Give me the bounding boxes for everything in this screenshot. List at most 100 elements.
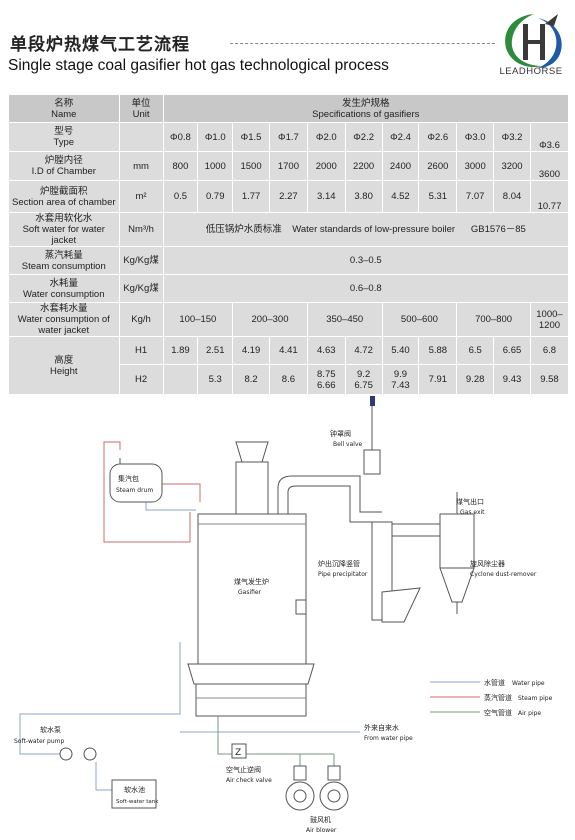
table-cell: 2.51 <box>197 336 234 365</box>
table-cell: Φ2.6 <box>418 122 458 152</box>
table-cell: 1500 <box>232 151 270 181</box>
cyclone-body <box>439 513 475 569</box>
table-cell: 8.2 <box>232 364 270 395</box>
table-cell: 1.89 <box>162 336 199 365</box>
row-unit <box>118 122 164 152</box>
blower-label-en: Air blower <box>306 827 337 834</box>
table-cell: 1700 <box>268 151 308 181</box>
legend-water-cn: 水管道 <box>484 678 505 687</box>
title-divider <box>230 43 495 44</box>
from-water-label-en: From water pipe <box>364 735 413 742</box>
soft-water-pump-icon <box>83 747 97 761</box>
table-cell: 0.3–0.5 <box>162 246 570 275</box>
table-cell: Φ2.4 <box>381 122 420 152</box>
air-check-valve-z: Z <box>235 748 241 758</box>
table-cell: Φ3.6 <box>529 122 570 152</box>
table-cell: 2200 <box>344 151 383 181</box>
gasifier-base <box>187 663 315 685</box>
table-cell: 7.07 <box>456 180 495 213</box>
table-cell: 0.5 <box>162 180 199 213</box>
table-cell: 4.63 <box>306 336 346 365</box>
tank-label-en: Soft-water tank <box>116 799 159 805</box>
legend-air-en: Air pipe <box>518 710 541 717</box>
table-cell: 6.65 <box>493 336 531 365</box>
legend-air-cn: 空气管道 <box>484 708 512 717</box>
table-cell: 1000 <box>197 151 234 181</box>
table-cell: 5.31 <box>418 180 458 213</box>
table-cell: 10.77 <box>529 180 570 213</box>
steam-drum <box>109 463 163 503</box>
air-check-valve <box>231 743 247 759</box>
coal-hopper <box>235 441 269 463</box>
tank-label-cn: 软水池 <box>124 785 145 794</box>
table-cell: 6.5 <box>456 336 495 365</box>
gasifier-label-en: Gasifier <box>238 589 262 596</box>
legend: 水管道 Water pipe 蒸汽管道 Steam pipe 空气管道 Air … <box>430 678 553 717</box>
legend-water-en: Water pipe <box>512 680 545 687</box>
table-cell: 1.77 <box>232 180 270 213</box>
title-english: Single stage coal gasifier hot gas techn… <box>8 57 389 74</box>
table-cell: 200–300 <box>232 302 308 337</box>
table-cell: 8.04 <box>493 180 531 213</box>
table-cell: 8.6 <box>268 364 308 395</box>
table-cell: 9.58 <box>529 364 570 395</box>
soft-water-tank <box>111 779 157 809</box>
duct-to-cyclone <box>392 523 441 537</box>
steam-pipe-drum-link <box>162 483 201 502</box>
bell-valve-label-cn: 钟罩阀 <box>330 429 351 438</box>
table-cell: Φ1.5 <box>232 122 270 152</box>
table-cell: 3.80 <box>344 180 383 213</box>
pump-label-en: Soft-water pump <box>14 738 64 745</box>
air-blower-2 <box>319 765 349 811</box>
table-cell: 350–450 <box>306 302 383 337</box>
row-unit: Nm³/h <box>118 212 164 247</box>
steam-pipe <box>103 441 191 543</box>
cyclone-label-en: Cyclone dust-remover <box>470 571 537 578</box>
title-chinese: 单段炉热煤气工艺流程 <box>10 35 190 55</box>
table-cell: Φ1.0 <box>197 122 234 152</box>
table-cell: 3600 <box>529 151 570 181</box>
bell-valve-handle-icon <box>370 396 375 406</box>
gas-outlet-pipe <box>277 475 382 514</box>
row-unit: Kg/h <box>118 302 164 337</box>
table-cell: 0.6–0.8 <box>162 274 570 303</box>
table-cell: 5.40 <box>381 336 420 365</box>
table-cell: 1000–1200 <box>529 302 570 337</box>
table-cell: 9.28 <box>456 364 495 395</box>
gasifier-body <box>197 513 307 665</box>
table-cell: 2400 <box>381 151 420 181</box>
hopper-body <box>235 461 269 515</box>
table-cell: 4.52 <box>381 180 420 213</box>
gas-exit-label-cn: 煤气出口 <box>456 497 484 506</box>
brand-name: LEADHORSE <box>499 66 563 77</box>
table-cell: 100–150 <box>162 302 234 337</box>
table-cell: 3200 <box>493 151 531 181</box>
water-pipe-main <box>19 642 181 755</box>
from-water-label-cn: 外来自来水 <box>364 723 399 732</box>
table-cell: 9.43 <box>493 364 531 395</box>
legend-steam-cn: 蒸汽管道 <box>484 693 512 702</box>
pipe-precipitator-label-en: Pipe precipitator <box>318 571 368 578</box>
table-cell: 6.8 <box>529 336 570 365</box>
table-cell: Φ3.2 <box>493 122 531 152</box>
table-cell: 2600 <box>418 151 458 181</box>
